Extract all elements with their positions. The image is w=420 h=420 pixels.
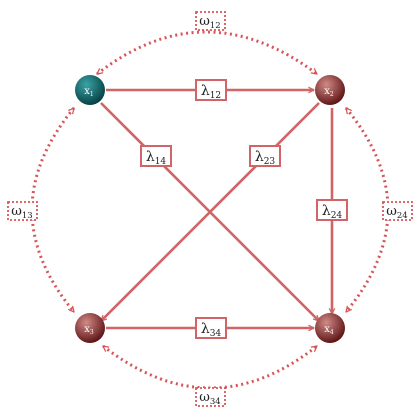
node-x3-sub: 3: [90, 329, 94, 336]
label-l14: λ14: [140, 145, 172, 167]
label-l24: λ24: [316, 199, 348, 221]
node-x1-sub: 1: [90, 91, 94, 98]
solid-edges: [101, 90, 332, 328]
label-l24-base: λ: [322, 203, 331, 219]
label-w24-base: ω: [386, 204, 397, 219]
svg-text:λ12: λ12: [201, 83, 221, 101]
arc-w12: [97, 30, 317, 76]
svg-text:x2: x2: [324, 86, 334, 98]
label-l23-base: λ: [255, 149, 264, 165]
svg-text:λ14: λ14: [146, 149, 167, 167]
svg-text:ω34: ω34: [199, 390, 220, 407]
label-l14-base: λ: [146, 149, 155, 165]
label-w24: ω24: [382, 201, 413, 221]
label-l14-sub: 14: [155, 157, 167, 167]
arc-w34: [103, 344, 317, 390]
svg-text:ω13: ω13: [11, 204, 32, 221]
label-l12-sub: 12: [210, 91, 221, 101]
svg-text:x1: x1: [84, 86, 93, 98]
node-x1: x1: [75, 75, 105, 105]
label-l24-sub: 24: [331, 211, 343, 221]
nodes: x1 x2 x3 x4: [75, 75, 345, 343]
edge-l23: [101, 102, 320, 321]
label-l34-base: λ: [201, 321, 210, 337]
label-w12-base: ω: [199, 14, 210, 29]
label-w13-sub: 13: [22, 211, 33, 221]
svg-text:ω24: ω24: [386, 204, 407, 221]
node-x3: x3: [75, 313, 105, 343]
node-x3-base: x: [84, 324, 90, 335]
arc-w24: [344, 108, 390, 312]
label-l12-base: λ: [201, 83, 210, 99]
svg-text:λ24: λ24: [322, 203, 343, 221]
label-w12-sub: 12: [210, 21, 221, 31]
svg-text:x3: x3: [84, 324, 94, 336]
node-x4-sub: 4: [330, 329, 334, 336]
label-l23-sub: 23: [264, 157, 276, 167]
label-l23: λ23: [249, 145, 281, 167]
svg-text:λ23: λ23: [255, 149, 276, 167]
label-l12: λ12: [195, 79, 227, 101]
label-w34: ω34: [195, 387, 226, 407]
node-x4: x4: [315, 313, 345, 343]
node-x4-base: x: [324, 324, 330, 335]
node-x2-sub: 2: [330, 91, 334, 98]
label-w34-base: ω: [199, 390, 210, 405]
dashed-arcs: [30, 30, 390, 390]
svg-text:x4: x4: [324, 324, 334, 336]
label-w24-sub: 24: [397, 211, 408, 221]
label-w13: ω13: [7, 201, 38, 221]
svg-text:λ34: λ34: [201, 321, 222, 339]
label-w34-sub: 34: [210, 397, 221, 407]
node-x2: x2: [315, 75, 345, 105]
label-l34: λ34: [195, 317, 227, 339]
arc-w13: [30, 108, 76, 312]
svg-text:ω12: ω12: [199, 14, 220, 31]
label-l34-sub: 34: [210, 329, 222, 339]
node-x2-base: x: [324, 86, 330, 97]
edge-labels: λ12 λ14 λ23 λ24 λ34: [140, 79, 348, 339]
arc-labels: ω12 ω13 ω24 ω34: [7, 11, 413, 407]
node-x1-base: x: [84, 86, 90, 97]
label-w12: ω12: [195, 11, 226, 31]
label-w13-base: ω: [11, 204, 22, 219]
